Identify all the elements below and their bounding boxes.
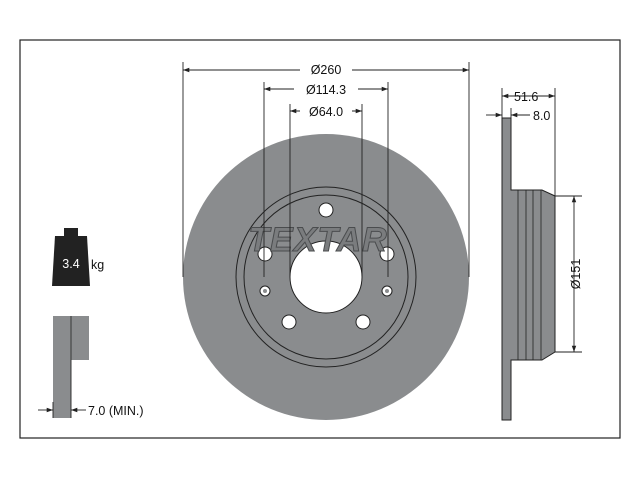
- disc-hat-outer-edge: [235, 186, 417, 368]
- disc-hat-inner-edge: [243, 194, 409, 360]
- disc-front-view: [183, 134, 469, 420]
- dim-total-height: 51.6: [501, 88, 556, 196]
- weight-icon: 3.4: [52, 228, 90, 286]
- disc-side-profile: [501, 117, 556, 421]
- disc-side-view: [501, 117, 556, 421]
- locating-hole-core: [385, 289, 389, 293]
- disc-thickness-label: 8.0: [533, 109, 550, 123]
- weight-unit: kg: [91, 258, 104, 272]
- bolt-hole: [281, 314, 297, 330]
- drawing-frame: [19, 39, 621, 439]
- dim-outer-diameter: Ø260: [182, 62, 470, 277]
- dim-hat-diameter: Ø151: [555, 195, 583, 353]
- locating-hole-core: [263, 289, 267, 293]
- textar-logo: TEXTAR: [248, 221, 387, 259]
- center-bore-label: Ø64.0: [309, 105, 343, 119]
- bolt-hole: [318, 202, 334, 218]
- dim-center-bore: Ø64.0: [289, 104, 363, 277]
- dim-disc-thickness: 8.0: [486, 108, 550, 123]
- total-height-label: 51.6: [514, 90, 538, 104]
- bolt-hole: [257, 246, 273, 262]
- min-thickness-label: 7.0 (MIN.): [88, 404, 144, 418]
- weight-value: 3.4: [62, 257, 79, 271]
- hat-diameter-label: Ø151: [569, 259, 583, 290]
- min-thickness-icon: [38, 316, 89, 418]
- bolt-circle-label: Ø114.3: [306, 83, 346, 97]
- bolt-hole: [355, 314, 371, 330]
- bolt-hole: [379, 246, 395, 262]
- outer-diameter-label: Ø260: [311, 63, 342, 77]
- dim-bolt-circle: Ø114.3: [263, 82, 389, 277]
